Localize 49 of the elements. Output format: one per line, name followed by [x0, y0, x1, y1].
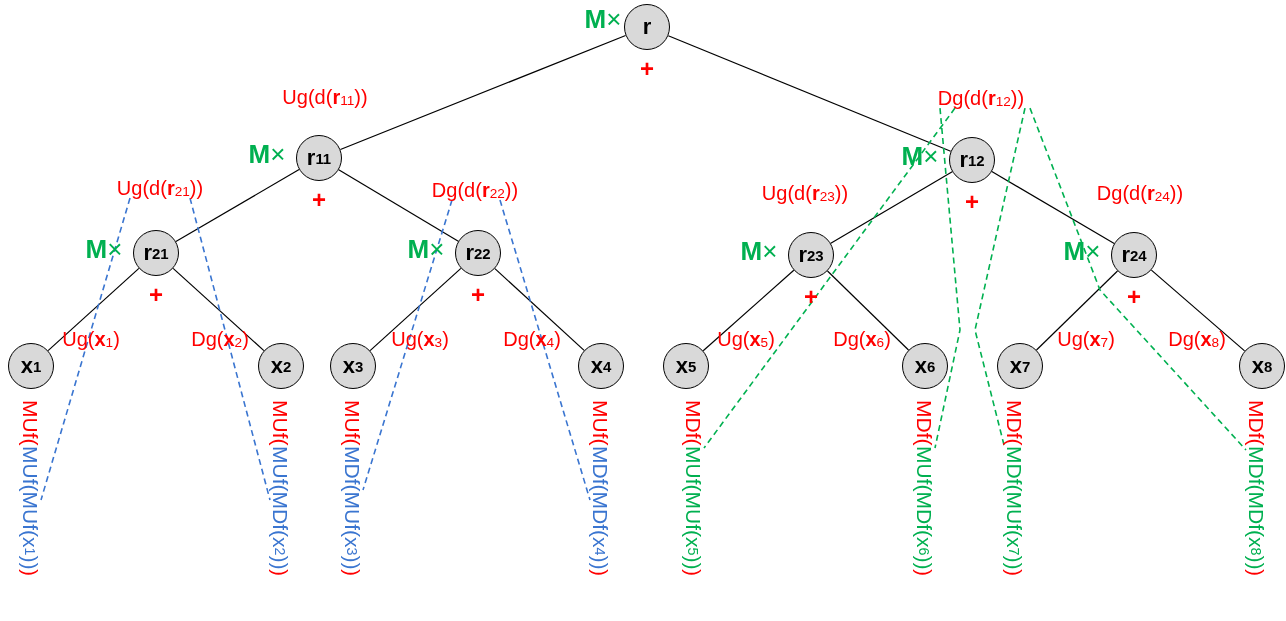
edge-label: Dg(x$_{6}$): [833, 328, 891, 350]
tree-edge: [338, 169, 459, 242]
multiply-label: M×: [248, 141, 286, 167]
plus-sign: +: [965, 190, 979, 214]
multiply-label: M×: [85, 236, 123, 262]
plus-sign: +: [804, 285, 818, 309]
tree-edge: [339, 34, 627, 151]
tree-edge: [369, 267, 462, 352]
multiply-label: M×: [584, 6, 622, 32]
tree-edge: [826, 270, 910, 351]
edge-label: Ug(d(r$_{11}$)): [282, 86, 368, 108]
dashed-connector: [189, 197, 271, 501]
tree-edge: [667, 35, 952, 152]
edge-label: Dg(x$_{8}$): [1168, 328, 1226, 350]
formula-label: Ug(d(r$_{21}$)): [116, 177, 204, 199]
multiply-label: M×: [1063, 238, 1101, 264]
tree-edge: [702, 269, 795, 352]
tree-edge: [830, 171, 953, 244]
tree-node: r: [624, 4, 670, 50]
edge-label: Dg(x$_{4}$): [503, 328, 561, 350]
edge-label: Ug(d(r$_{23}$)): [761, 182, 849, 204]
tree-edge: [494, 268, 585, 351]
multiply-label: M×: [901, 143, 939, 169]
tree-edge: [1035, 270, 1119, 351]
multiply-label: M×: [740, 238, 778, 264]
edge-label: Dg(d(r$_{24}$)): [1096, 182, 1184, 204]
edge-label: Ug(x$_{1}$): [62, 328, 120, 350]
plus-sign: +: [1127, 285, 1141, 309]
formula-label: Dg(d(r$_{22}$)): [431, 179, 519, 201]
tree-edge: [991, 171, 1115, 244]
plus-sign: +: [471, 283, 485, 307]
plus-sign: +: [149, 283, 163, 307]
tree-edge: [1150, 269, 1246, 352]
formula-label: Dg(d(r$_{12}$)): [937, 87, 1025, 109]
dashed-connector: [499, 199, 591, 501]
edge-label: Ug(x$_{3}$): [391, 328, 449, 350]
edge-label: Ug(x$_{5}$): [717, 328, 775, 350]
tree-edge: [172, 267, 265, 352]
tree-edge: [47, 267, 140, 352]
plus-sign: +: [312, 188, 326, 212]
dashed-connector: [934, 107, 961, 449]
edge-label: Ug(x$_{7}$): [1057, 328, 1115, 350]
multiply-label: M×: [407, 236, 445, 262]
dashed-connector: [703, 107, 956, 449]
tree-edge: [175, 169, 300, 242]
dashed-connector: [362, 199, 453, 491]
edge-label: Dg(x$_{2}$): [191, 328, 249, 350]
dashed-connector: [1029, 107, 1247, 451]
plus-sign: +: [640, 57, 654, 81]
